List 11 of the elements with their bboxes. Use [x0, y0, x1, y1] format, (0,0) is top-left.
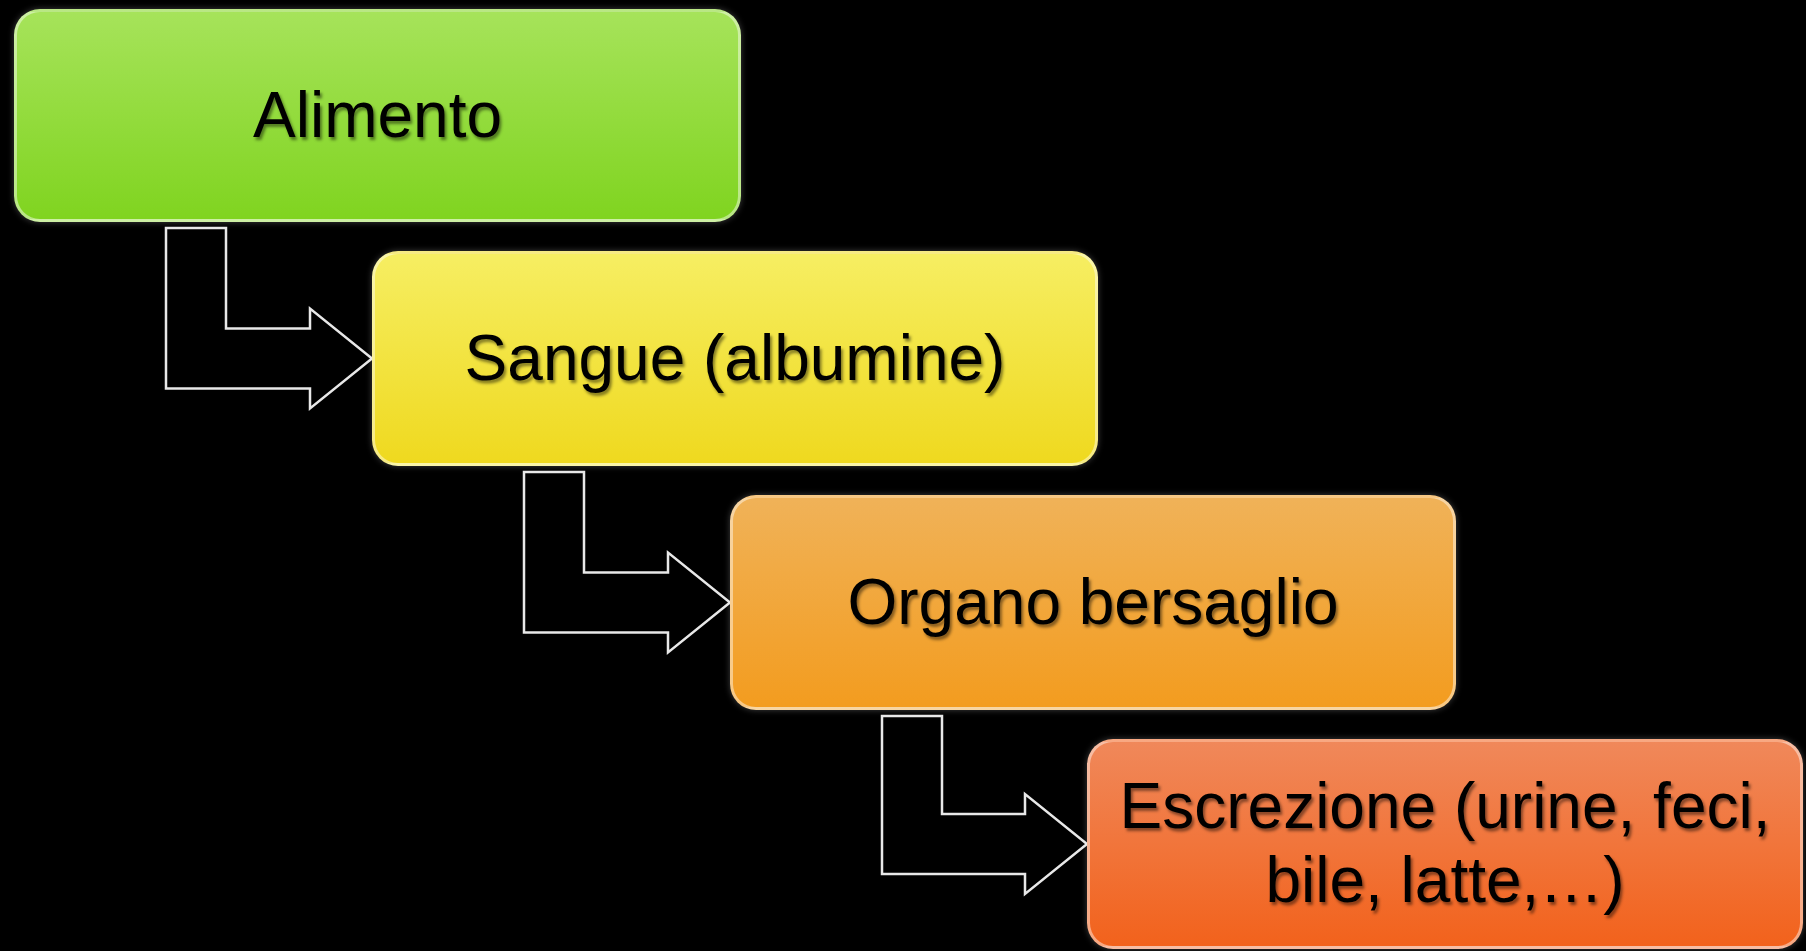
box-label: Organo bersaglio: [846, 565, 1340, 640]
box-label: Sangue (albumine): [463, 321, 1007, 396]
box-label: Escrezione (urine, feci, bile, latte,…): [1118, 770, 1772, 918]
bent-arrow: [164, 226, 374, 412]
box-label: Alimento: [252, 78, 503, 153]
process-box: [14, 9, 741, 222]
process-box: [730, 495, 1456, 710]
process-box: [372, 251, 1098, 466]
process-box: [1087, 739, 1803, 949]
bent-arrow: [880, 714, 1089, 897]
bent-arrow: [522, 470, 732, 656]
